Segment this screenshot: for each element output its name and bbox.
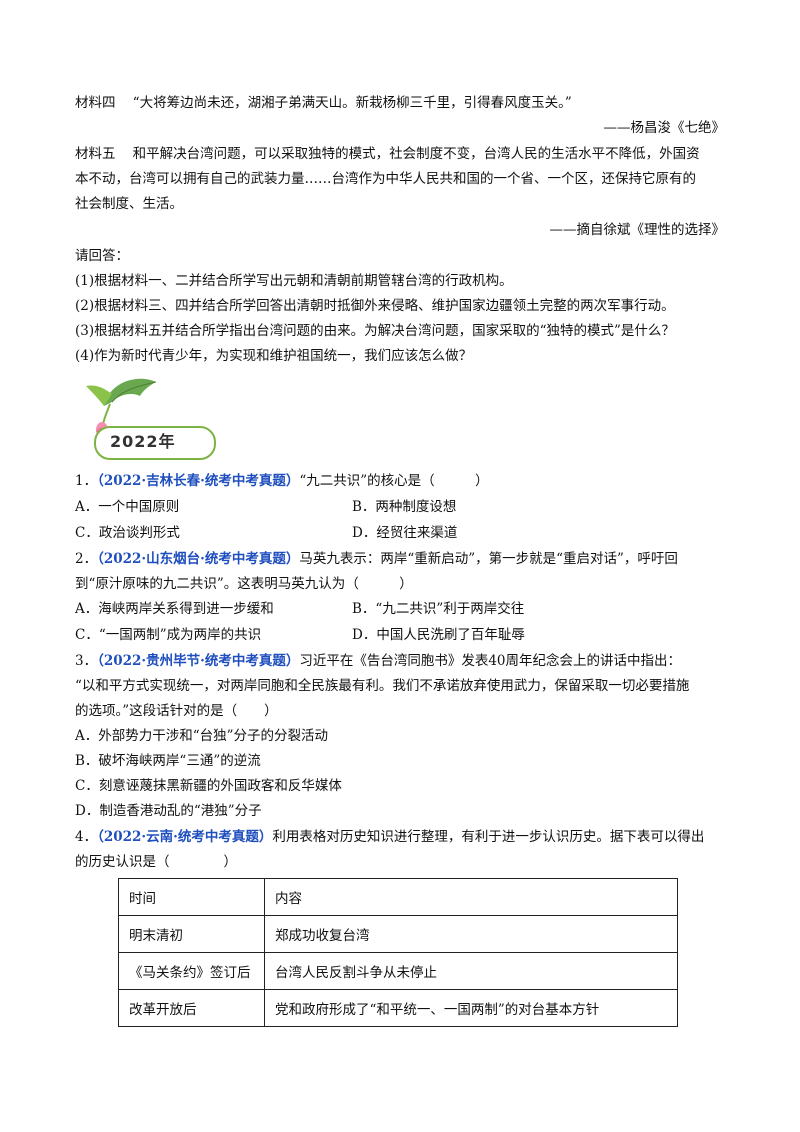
table-cell-time: 明末清初: [118, 915, 265, 953]
item-2-text-2: 到“原汁原味的九二共识”。这表明马英九认为（ ）: [75, 576, 413, 592]
item-1-option-d[interactable]: D．经贸往来渠道: [352, 525, 458, 541]
material-5-line-2: 本不动，台湾可以拥有自己的武装力量……台湾作为中华人民共和国的一个省、一个区，还…: [75, 171, 696, 187]
table-header-content: 内容: [264, 878, 678, 916]
item-3-source-tag: （2022·贵州毕节·统考中考真题）: [97, 653, 300, 669]
item-3-text-3: 的选项。”这段话针对的是（ ）: [75, 703, 278, 719]
table-cell-content: 台湾人民反割斗争从未停止: [264, 952, 678, 990]
material-4-source: ——杨昌浚《七绝》: [603, 120, 726, 136]
table-cell-content: 郑成功收复台湾: [264, 915, 678, 953]
item-4-stem: 4．（2022·云南·统考中考真题）利用表格对历史知识进行整理，有利于进一步认识…: [75, 826, 704, 848]
item-3-text-2: “以和平方式实现统一，对两岸同胞和全民族最有利。我们不承诺放弃使用武力，保留采取…: [75, 678, 690, 694]
item-3-stem: 3．（2022·贵州毕节·统考中考真题）习近平在《告台湾同胞书》发表40周年纪念…: [75, 650, 681, 672]
material-5-line-3: 社会制度、生活。: [75, 196, 183, 212]
item-2-option-a[interactable]: A．海峡两岸关系得到进一步缓和: [75, 601, 274, 617]
item-2-option-c[interactable]: C．“一国两制”成为两岸的共识: [75, 627, 262, 643]
item-2-number: 2．: [75, 551, 98, 567]
item-2-source-tag: （2022·山东烟台·统考中考真题）: [97, 551, 300, 567]
material-5-text-1: 和平解决台湾问题，可以采取独特的模式，社会制度不变，台湾人民的生活水平不降低，外…: [132, 146, 700, 162]
item-1-option-b[interactable]: B．两种制度设想: [352, 499, 457, 515]
material-5-label: 材料五: [75, 146, 116, 162]
item-1-stem: 1．（2022·吉林长春·统考中考真题）“九二共识”的核心是（ ）: [75, 470, 489, 492]
item-4-number: 4．: [75, 829, 98, 845]
table-header-time: 时间: [118, 878, 265, 916]
item-1-text: “九二共识”的核心是（ ）: [299, 473, 489, 489]
item-1-source-tag: （2022·吉林长春·统考中考真题）: [97, 473, 300, 489]
item-1-option-c[interactable]: C．政治谈判形式: [75, 525, 180, 541]
table-row: 《马关条约》签订后 台湾人民反割斗争从未停止: [118, 952, 678, 990]
item-4-text-1: 利用表格对历史知识进行整理，有利于进一步认识历史。据下表可以得出: [272, 829, 705, 845]
question-3: (3)根据材料五并结合所学指出台湾问题的由来。为解决台湾问题，国家采取的“独特的…: [75, 323, 675, 339]
item-3-text-1: 习近平在《告台湾同胞书》发表40周年纪念会上的讲话中指出：: [299, 653, 682, 669]
table-cell-time: 《马关条约》签订后: [118, 952, 265, 990]
table-header-row: 时间 内容: [118, 878, 678, 916]
material-4: 材料四 “大将筹边尚未还，湖湘子弟满天山。新栽杨柳三千里，引得春风度玉关。”: [75, 92, 572, 114]
item-4-source-tag: （2022·云南·统考中考真题）: [97, 829, 273, 845]
material-4-text: “大将筹边尚未还，湖湘子弟满天山。新栽杨柳三千里，引得春风度玉关。”: [132, 95, 572, 111]
question-1: (1)根据材料一、二并结合所学写出元朝和清朝前期管辖台湾的行政机构。: [75, 273, 513, 289]
item-4-text-2: 的历史认识是（ ）: [75, 854, 237, 870]
item-3-option-b[interactable]: B．破坏海峡两岸“三通”的逆流: [75, 753, 261, 769]
material-5-source: ——摘自徐斌《理性的选择》: [549, 222, 726, 238]
year-banner: [94, 426, 216, 460]
item-3-option-a[interactable]: A．外部势力干涉和“台独”分子的分裂活动: [75, 728, 329, 744]
item-1-option-a[interactable]: A．一个中国原则: [75, 499, 180, 515]
year-banner-label: 2022年: [110, 432, 176, 451]
item-3-option-d[interactable]: D．制造香港动乱的“港独”分子: [75, 803, 262, 819]
item-2-option-d[interactable]: D．中国人民洗刷了百年耻辱: [352, 627, 525, 643]
table-row: 明末清初 郑成功收复台湾: [118, 915, 678, 953]
question-2: (2)根据材料三、四并结合所学回答出清朝时抵御外来侵略、维护国家边疆领土完整的两…: [75, 298, 675, 314]
material-5-line-1: 材料五 和平解决台湾问题，可以采取独特的模式，社会制度不变，台湾人民的生活水平不…: [75, 143, 700, 165]
table-row: 改革开放后 党和政府形成了“和平统一、一国两制”的对台基本方针: [118, 989, 678, 1027]
item-2-stem: 2．（2022·山东烟台·统考中考真题）马英九表示：两岸“重新启动”，第一步就是…: [75, 548, 678, 570]
question-4: (4)作为新时代青少年，为实现和维护祖国统一，我们应该怎么做？: [75, 348, 473, 364]
answer-prompt: 请回答：: [75, 248, 129, 264]
item-1-number: 1．: [75, 473, 98, 489]
item-3-number: 3．: [75, 653, 98, 669]
material-4-label: 材料四: [75, 95, 116, 111]
history-table: 时间 内容 明末清初 郑成功收复台湾 《马关条约》签订后 台湾人民反割斗争从未停…: [118, 878, 678, 1027]
table-cell-content: 党和政府形成了“和平统一、一国两制”的对台基本方针: [264, 989, 678, 1027]
table-cell-time: 改革开放后: [118, 989, 265, 1027]
item-3-option-c[interactable]: C．刻意诬蔑抹黑新疆的外国政客和反华媒体: [75, 778, 342, 794]
item-2-option-b[interactable]: B．“九二共识”利于两岸交往: [352, 601, 525, 617]
item-2-text-1: 马英九表示：两岸“重新启动”，第一步就是“重启对话”，呼吁回: [299, 551, 678, 567]
